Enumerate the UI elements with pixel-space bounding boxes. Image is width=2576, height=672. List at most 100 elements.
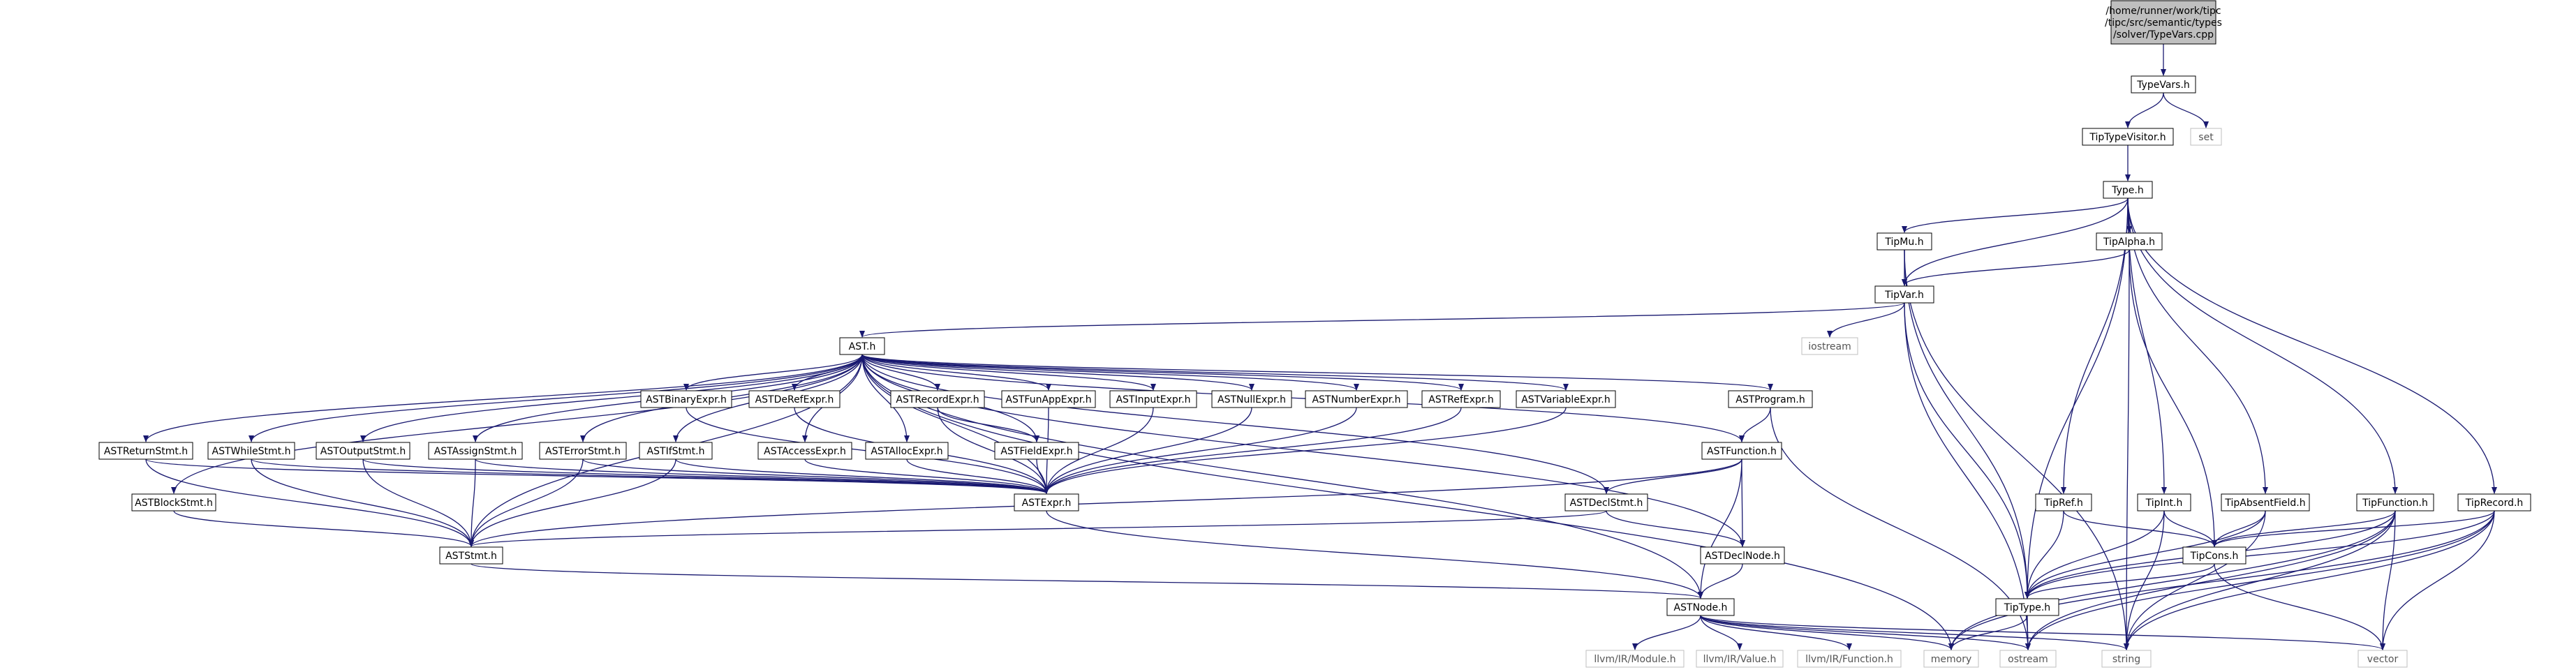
node-astref[interactable]: ASTRefExpr.h — [1421, 390, 1501, 408]
node-typevars[interactable]: TypeVars.h — [2131, 75, 2196, 94]
edge-ast-to-astrecord — [861, 354, 940, 391]
edge-astref-to-astexpr — [1044, 407, 1462, 494]
edge-tipfunction-to-tipcons — [2212, 510, 2396, 547]
node-tipalpha-label: TipAlpha.h — [2103, 237, 2155, 248]
node-type[interactable]: Type.h — [2103, 181, 2153, 199]
node-astfield-box — [994, 442, 1079, 460]
node-astrecord[interactable]: ASTRecordExpr.h — [890, 390, 985, 408]
node-astderef[interactable]: ASTDeRefExpr.h — [748, 390, 841, 408]
node-tiptypevisitor-box — [2082, 128, 2174, 146]
node-astref-label: ASTRefExpr.h — [1428, 394, 1493, 405]
edge-astalloc-to-astexpr — [906, 458, 1049, 494]
edge-tiptype-to-ostream — [2024, 615, 2031, 650]
node-astfield-label: ASTFieldExpr.h — [1000, 446, 1072, 457]
edge-tipabsent-to-string — [2124, 510, 2266, 650]
node-tipvar[interactable]: TipVar.h — [1874, 285, 1934, 304]
node-tipalpha[interactable]: TipAlpha.h — [2096, 232, 2163, 251]
node-astnumber[interactable]: ASTNumberExpr.h — [1305, 390, 1408, 408]
edge-tipalpha-to-tipvar — [1902, 249, 2130, 286]
node-tipabsent-box — [2221, 493, 2310, 512]
node-astnode[interactable]: ASTNode.h — [1666, 598, 1735, 616]
node-value-label: llvm/IR/Value.h — [1703, 654, 1777, 665]
node-tipcons[interactable]: TipCons.h — [2182, 546, 2246, 565]
edge-astrecord-to-astfield — [937, 407, 1039, 442]
node-astbinary[interactable]: ASTBinaryExpr.h — [640, 390, 732, 408]
edge-astrecord-to-astexpr — [937, 407, 1049, 494]
root-label-line: /solver/TypeVars.cpp — [2113, 29, 2214, 40]
edge-type-to-tipabsent — [2127, 197, 2268, 494]
node-astinput-label: ASTInputExpr.h — [1116, 394, 1190, 405]
node-astderef-label: ASTDeRefExpr.h — [755, 394, 834, 405]
node-ast[interactable]: AST.h — [839, 337, 885, 355]
edge-ast-to-astexpr — [861, 354, 1049, 494]
node-astblock[interactable]: ASTBlockStmt.h — [131, 493, 216, 512]
edge-astnode-to-string — [1700, 615, 2129, 650]
node-tipmu[interactable]: TipMu.h — [1877, 232, 1932, 251]
edge-ast-to-astblock — [171, 354, 863, 494]
edge-astfunction-to-aststmt — [468, 458, 1742, 547]
node-tipref-box — [2035, 493, 2092, 512]
edge-tipvar-to-iostream — [1827, 302, 1905, 338]
edge-tipmu-to-string — [1904, 249, 2129, 650]
node-astvariable[interactable]: ASTVariableExpr.h — [1516, 390, 1616, 408]
edge-type-to-tipref — [2061, 197, 2129, 494]
node-astreturn-box — [98, 442, 193, 460]
node-tipabsent[interactable]: TipAbsentField.h — [2221, 493, 2310, 512]
node-ostream-box — [1999, 650, 2057, 668]
node-astalloc[interactable]: ASTAllocExpr.h — [865, 442, 949, 460]
edge-tipvar-to-tiptype — [1904, 302, 2030, 599]
node-layer: /home/runner/work/tipc/tipc/src/semantic… — [98, 0, 2531, 668]
node-tipfunction[interactable]: TipFunction.h — [2356, 493, 2434, 512]
node-tipcons-box — [2182, 546, 2246, 565]
node-astnumber-box — [1305, 390, 1408, 408]
edge-ast-to-astdeclnode — [861, 354, 1745, 547]
node-astif[interactable]: ASTIfStmt.h — [639, 442, 713, 460]
node-astoutput[interactable]: ASTOutputStmt.h — [316, 442, 410, 460]
node-tipref[interactable]: TipRef.h — [2035, 493, 2092, 512]
edge-ast-to-astbinary — [683, 354, 863, 391]
edge-ast-to-astalloc — [861, 354, 910, 442]
node-tipfunction-label: TipFunction.h — [2362, 498, 2428, 509]
edge-astfield-to-astexpr — [1036, 458, 1049, 494]
edge-astprogram-to-ostream — [1770, 407, 2031, 650]
node-vector-box — [2357, 650, 2408, 668]
node-astassign[interactable]: ASTAssignStmt.h — [428, 442, 523, 460]
edge-tipint-to-tipcons — [2163, 510, 2217, 547]
edge-ast-to-memory — [861, 354, 1954, 650]
node-astdeclnode[interactable]: ASTDeclNode.h — [1700, 546, 1785, 565]
edge-astif-to-astexpr — [675, 458, 1049, 494]
node-tiprecord-box — [2457, 493, 2531, 512]
node-memory: memory — [1923, 650, 1979, 668]
node-astnull[interactable]: ASTNullExpr.h — [1211, 390, 1292, 408]
node-astfunapp[interactable]: ASTFunAppExpr.h — [1001, 390, 1096, 408]
node-astfunction[interactable]: ASTFunction.h — [1701, 442, 1782, 460]
node-tipcons-label: TipCons.h — [2190, 551, 2239, 562]
node-tiptype[interactable]: TipType.h — [1995, 598, 2059, 616]
node-astexpr[interactable]: ASTExpr.h — [1014, 493, 1079, 512]
node-astwhile[interactable]: ASTWhileStmt.h — [207, 442, 295, 460]
node-string-box — [2101, 650, 2152, 668]
edge-ast-to-astvariable — [861, 354, 1569, 391]
node-tipint[interactable]: TipInt.h — [2137, 493, 2191, 512]
node-astaccess[interactable]: ASTAccessExpr.h — [757, 442, 852, 460]
node-astdeclstmt-label: ASTDeclStmt.h — [1570, 498, 1643, 509]
node-module-box — [1585, 650, 1685, 668]
node-tiptypevisitor[interactable]: TipTypeVisitor.h — [2082, 128, 2174, 146]
edge-astoutput-to-astexpr — [362, 458, 1049, 494]
node-astprogram[interactable]: ASTProgram.h — [1728, 390, 1813, 408]
node-aststmt[interactable]: ASTStmt.h — [439, 546, 503, 565]
edge-tipalpha-to-tipcons — [2129, 249, 2217, 547]
edge-astnumber-to-astexpr — [1044, 407, 1357, 494]
node-type-box — [2103, 181, 2153, 199]
edge-astnode-to-function — [1700, 615, 1852, 650]
node-astinput[interactable]: ASTInputExpr.h — [1109, 390, 1197, 408]
edge-tiprecord-to-vector — [2380, 510, 2495, 650]
node-astfield[interactable]: ASTFieldExpr.h — [994, 442, 1079, 460]
node-astreturn[interactable]: ASTReturnStmt.h — [98, 442, 193, 460]
node-iostream-label: iostream — [1808, 341, 1851, 352]
node-astderef-box — [748, 390, 841, 408]
node-tiprecord-label: TipRecord.h — [2465, 498, 2524, 509]
node-tiprecord[interactable]: TipRecord.h — [2457, 493, 2531, 512]
node-asterror[interactable]: ASTErrorStmt.h — [539, 442, 627, 460]
node-astdeclstmt[interactable]: ASTDeclStmt.h — [1564, 493, 1648, 512]
